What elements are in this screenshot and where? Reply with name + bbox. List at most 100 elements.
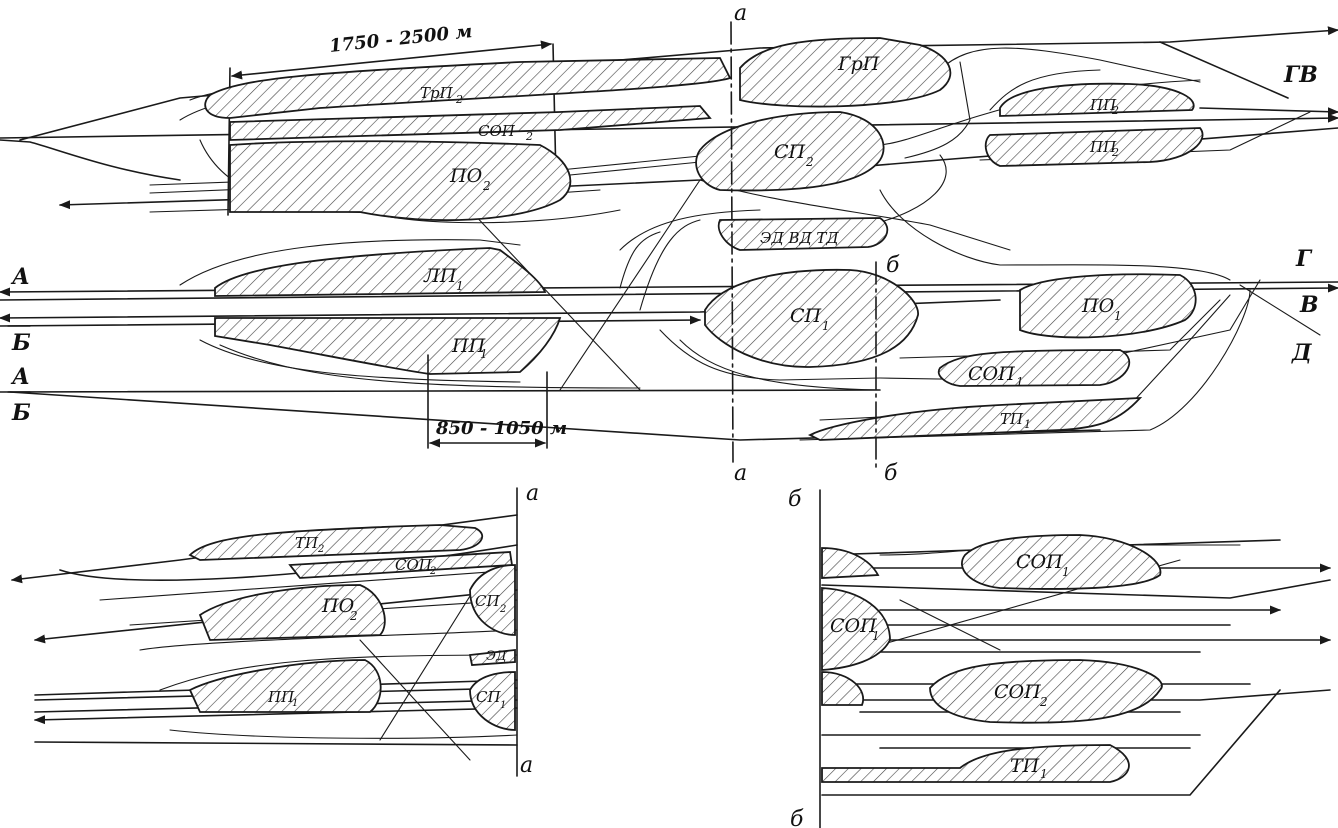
detail-section-b: б б СОП 1 СОП 1 СОП 2 ТП 1 [788,487,1332,828]
dimension-top-label: 1750 - 2500 м [328,21,473,57]
svg-text:1: 1 [1016,375,1024,389]
yard-sop1 [937,349,1131,387]
crossover-3 [619,209,761,251]
main-line-top-3 [19,26,1338,141]
detail-b-top-label: б [788,487,802,512]
yard-sop2 [229,105,712,141]
track-top-m [869,154,947,226]
yard-pp2b [984,127,1204,167]
direction-g: Г [1295,246,1313,272]
dimension-bottom-label: 850 - 1050 м [435,418,567,439]
section-a-bottom-label: а [734,461,747,486]
crossover-1 [469,209,641,391]
direction-v: В [1299,292,1319,318]
yard-po1-label: ПО [1081,295,1115,317]
gv-entry-line [1199,107,1338,117]
detail-a-pp1-label: ПП [267,688,295,706]
main-line-top-2 [0,139,181,181]
yard-pp2b-label: ПП [1089,138,1117,156]
direction-a-bottom: А [10,364,30,390]
yard-grp-label: ГрП [837,53,880,75]
detail-b-sop2-label: СОП [994,681,1041,703]
svg-text:1: 1 [292,698,298,709]
svg-text:2: 2 [482,179,491,193]
yard-sp2-label: СП [774,141,806,163]
detail-b-yard-tp1 [821,744,1130,783]
svg-text:1: 1 [822,319,830,333]
svg-text:2: 2 [1039,695,1048,709]
svg-text:2: 2 [1111,146,1119,159]
detail-a-tp2-label: ТП [295,534,319,552]
detail-b-yard-left-mid [821,671,865,706]
yard-trp2-label: ТрП [420,84,454,102]
yard-edvdtd-label: ЭД ВД ТД [760,229,839,247]
detail-b-yard-left-top [821,547,880,579]
yard-grp [739,37,952,108]
detail-a-yard-tp2 [188,524,484,561]
track-bot-l [999,264,1231,281]
svg-text:1: 1 [456,279,464,293]
svg-text:2: 2 [525,130,533,143]
detail-b-yard-sop2 [929,659,1163,724]
detail-b-bottom-label: б [790,807,804,828]
direction-b-top: Б [11,330,31,356]
detail-a-yard-pp1 [188,659,382,713]
svg-text:1: 1 [480,347,488,361]
section-line-a [730,21,734,463]
svg-text:2: 2 [499,604,506,615]
svg-text:2: 2 [349,609,358,623]
yard-sp2 [695,111,885,192]
yard-pp2a-label: ПП [1089,96,1117,114]
direction-d: Д [1291,340,1312,366]
yard-pp1-label: ПП [451,335,486,357]
detail-b-tp1-label: ТП [1010,755,1040,777]
track-bot-c [219,344,641,389]
svg-text:1: 1 [500,700,506,711]
main-scheme: 1750 - 2500 м ГрП ТрП 2 [0,1,1338,486]
track-d-branch [1239,284,1321,336]
yard-po1 [1019,273,1197,339]
yard-edvdtd [717,217,889,251]
detail-a-yard-ed [468,648,516,666]
detail-a-yard-sp1 [469,671,516,731]
yard-sop2-label: СОП [478,122,516,140]
detail-a-sop2-label: СОП [395,556,433,574]
section-b-top-label: б [886,253,900,278]
detail-a-sp2-label: СП [475,592,500,610]
svg-text:1: 1 [1040,767,1048,781]
detail-b-yard-sop1-top [961,534,1162,590]
track-bot-b [199,339,521,383]
yard-sp1-label: СП [790,305,822,327]
yard-lp1-label: ЛП [423,265,457,287]
detail-a-bottom-label: а [520,753,533,778]
track-top-n [879,189,1001,266]
track-bot-e [619,231,661,289]
main-line-bottom-5 [0,389,881,393]
section-a-top-label: а [734,1,747,26]
direction-b-bottom: Б [11,400,31,426]
detail-b-sop1-top-label: СОП [1016,551,1063,573]
track-bot-a [179,239,521,286]
yard-po2 [229,140,572,222]
svg-text:1: 1 [1024,418,1031,431]
gv-branch [1159,41,1289,99]
track-bot-k [799,289,1251,441]
detail-a-top-label: а [526,481,539,506]
detail-a-ed-label: ЭД [486,649,507,664]
yard-tp1-label: ТП [1000,410,1024,428]
detail-a-po2-label: ПО [321,595,355,617]
track-bot-f [659,329,881,381]
svg-text:2: 2 [429,566,436,577]
detail-b-sop1-left-label: СОП [830,615,877,637]
svg-text:2: 2 [317,544,324,555]
main-line-top-1 [0,113,1338,139]
track-top-i [939,47,1201,83]
section-b-bottom-label: б [884,461,898,486]
yard-po2-label: ПО [449,165,483,187]
yard-tp1 [807,396,1143,441]
yard-sop1-label: СОП [968,363,1015,385]
detail-b-yard-sop1-left [821,587,891,671]
detail-a-sp1-label: СП [476,688,501,706]
track-bot-d [639,219,701,311]
